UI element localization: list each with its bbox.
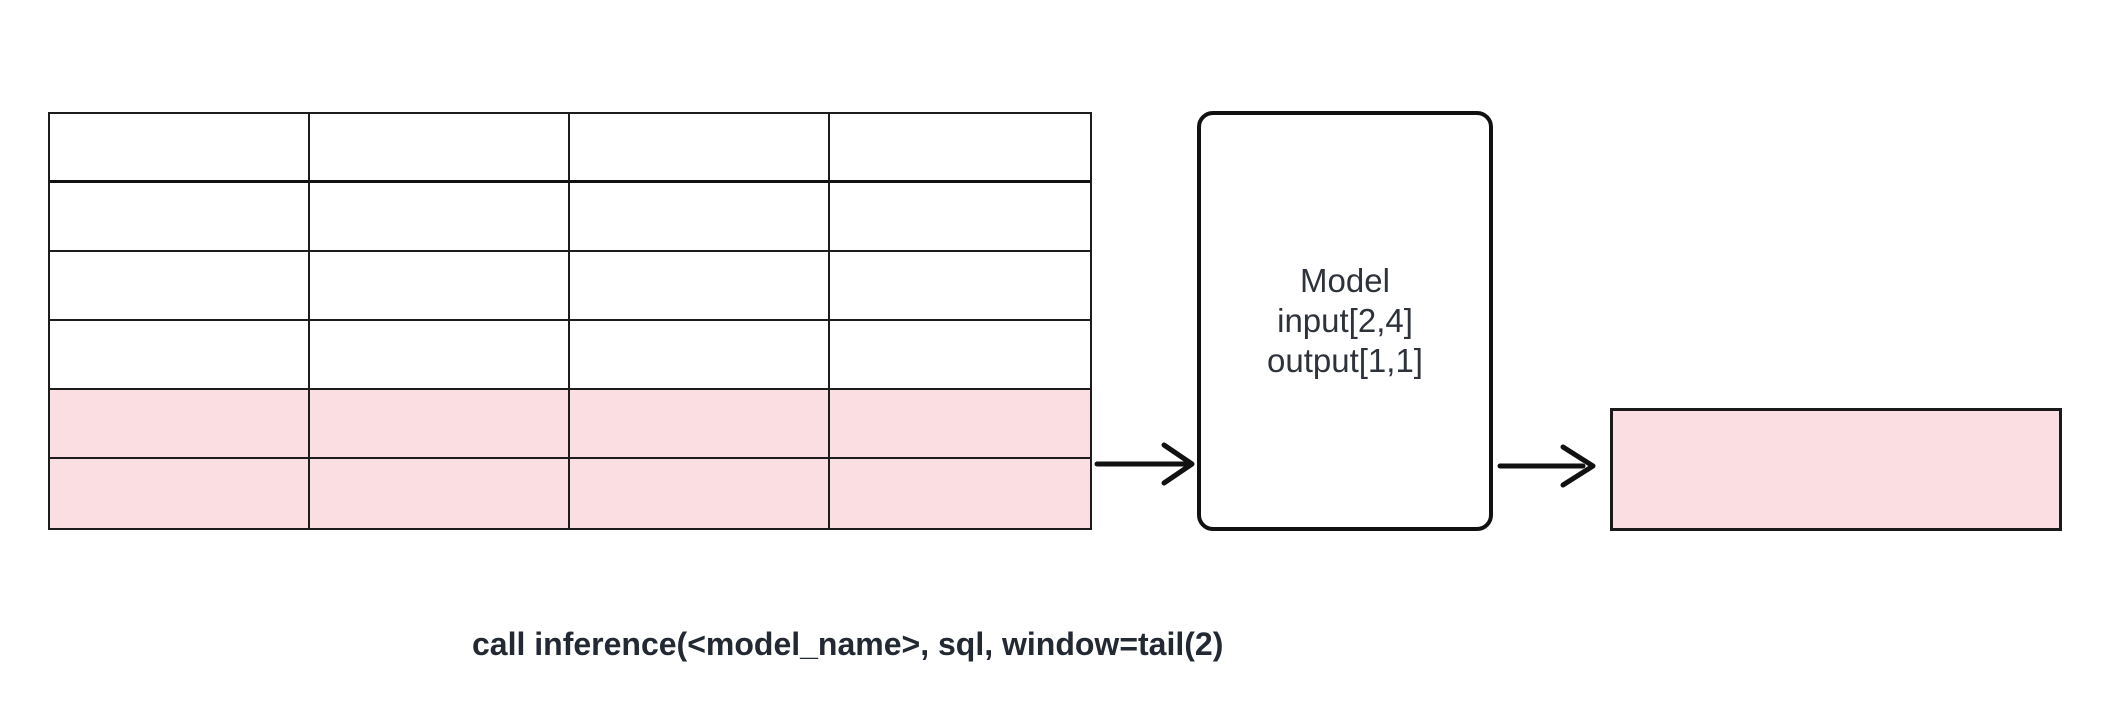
table-cell (50, 114, 310, 183)
table-cell (310, 183, 570, 252)
model-node: Model input[2,4] output[1,1] (1197, 111, 1493, 531)
model-output-shape: output[1,1] (1267, 342, 1423, 379)
table-cell-highlighted (310, 390, 570, 459)
prediction-output-box (1610, 408, 2062, 531)
table-cell (50, 183, 310, 252)
table-cell (310, 321, 570, 390)
table-cell-highlighted (830, 390, 1090, 459)
table-cell (830, 252, 1090, 321)
table-cell (570, 114, 830, 183)
table-cell-highlighted (310, 459, 570, 528)
table-cell-highlighted (570, 390, 830, 459)
arrow-right-icon (1094, 442, 1195, 486)
caption: call inference(<model_name>, sql, window… (472, 626, 1224, 662)
table-cell (570, 183, 830, 252)
table-cell-highlighted (50, 390, 310, 459)
arrow-right-icon (1497, 444, 1596, 488)
table-cell (830, 114, 1090, 183)
table-cell (830, 183, 1090, 252)
table-cell (570, 252, 830, 321)
table-cell (310, 114, 570, 183)
input-table (48, 112, 1092, 530)
table-cell-highlighted (570, 459, 830, 528)
table-cell (830, 321, 1090, 390)
model-label: Model (1300, 262, 1390, 299)
table-cell (50, 252, 310, 321)
table-cell-highlighted (830, 459, 1090, 528)
table-cell-highlighted (50, 459, 310, 528)
table-cell (570, 321, 830, 390)
table-cell (50, 321, 310, 390)
table-cell (310, 252, 570, 321)
model-input-shape: input[2,4] (1277, 302, 1413, 339)
